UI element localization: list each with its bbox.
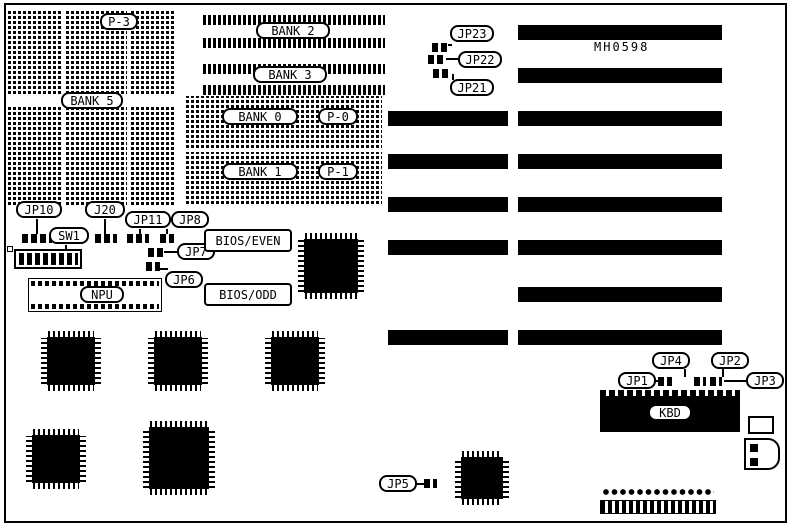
leader-line (654, 380, 660, 382)
label-bank1: BANK 1 (222, 163, 298, 180)
leader-line (164, 251, 177, 253)
leader-line (724, 380, 746, 382)
label-bank0: BANK 0 (222, 108, 298, 125)
bios-even-chip: BIOS/EVEN (204, 229, 292, 252)
label-jp10: JP10 (16, 201, 62, 218)
memory-row (203, 38, 385, 48)
dram-array (131, 10, 174, 94)
jp22-jumper-block (428, 55, 446, 64)
qfp-chip (143, 421, 215, 495)
leader-line (166, 229, 168, 234)
din-pin (750, 444, 758, 452)
qfp-chip (148, 331, 208, 391)
dram-array (8, 10, 62, 94)
expansion-slot (518, 111, 722, 126)
leader-line (65, 245, 67, 249)
label-jp23: JP23 (450, 25, 494, 42)
jp1-jumper-block (658, 377, 672, 386)
leader-line (417, 483, 424, 485)
jp4-jumper-block (694, 377, 706, 386)
leader-line (160, 268, 168, 270)
expansion-slot (518, 154, 722, 169)
label-jp21: JP21 (450, 79, 494, 96)
label-j20: J20 (85, 201, 125, 218)
leader-line (104, 219, 106, 234)
sw1-dip-switch (14, 249, 82, 269)
expansion-slot-extension (388, 111, 508, 126)
jp11-jumper-block (127, 234, 149, 243)
leader-line (722, 369, 724, 377)
qfp-chip (455, 451, 509, 505)
label-p1: P-1 (318, 163, 358, 180)
board-outline (4, 3, 787, 523)
jp2-jumper-block (710, 377, 722, 386)
expansion-slot (518, 197, 722, 212)
label-jp6: JP6 (165, 271, 203, 288)
jp5-jumper-block (424, 479, 437, 488)
dram-array (131, 106, 174, 205)
label-npu: NPU (80, 286, 124, 303)
leader-line (446, 44, 452, 46)
qfp-chip (26, 429, 86, 489)
jp8-jumper-block (160, 234, 174, 243)
part-number-text: MH0598 (594, 40, 650, 54)
sw1-pin1-notch (7, 246, 13, 252)
expansion-slot-extension (388, 197, 508, 212)
label-jp5: JP5 (379, 475, 417, 492)
leader-line (452, 74, 454, 80)
jp7-jumper-block (148, 248, 164, 257)
label-p0: P-0 (318, 108, 358, 125)
kbd-pin-row (600, 390, 740, 396)
jp6-jumper-block (146, 262, 160, 271)
connector-strip (600, 500, 716, 514)
jp10-jumper-block (22, 234, 52, 243)
label-jp3: JP3 (746, 372, 784, 389)
memory-row (203, 85, 385, 95)
qfp-chip (41, 331, 101, 391)
label-jp11: JP11 (125, 211, 171, 228)
expansion-slot (518, 25, 722, 40)
din-pin (750, 458, 758, 466)
leader-line (684, 369, 686, 377)
label-bank3: BANK 3 (253, 66, 327, 83)
label-jp1: JP1 (618, 372, 656, 389)
expansion-slot (518, 240, 722, 255)
bios-odd-chip: BIOS/ODD (204, 283, 292, 306)
label-jp4: JP4 (652, 352, 690, 369)
jp23-jumper-block (432, 43, 448, 52)
expansion-slot-extension (388, 330, 508, 345)
label-jp8: JP8 (171, 211, 209, 228)
label-bank5: BANK 5 (61, 92, 123, 109)
expansion-slot (518, 287, 722, 302)
jp21-jumper-block (433, 69, 449, 78)
keyboard-din-connector (748, 416, 774, 434)
leader-line (139, 229, 141, 234)
qfp-chip (298, 233, 364, 299)
leader-line (446, 58, 458, 60)
label-jp22: JP22 (458, 51, 502, 68)
label-kbd: KBD (648, 404, 692, 421)
expansion-slot-extension (388, 240, 508, 255)
expansion-slot-extension (388, 154, 508, 169)
dram-array (66, 106, 127, 205)
label-sw1: SW1 (49, 227, 89, 244)
expansion-slot (518, 68, 722, 83)
leader-line (36, 219, 38, 234)
memory-row (203, 15, 385, 25)
connector-pin-circles (602, 487, 714, 497)
label-jp2: JP2 (711, 352, 749, 369)
label-bank2: BANK 2 (256, 22, 330, 39)
qfp-chip (265, 331, 325, 391)
expansion-slot (518, 330, 722, 345)
dram-array (8, 106, 62, 205)
j20-jumper-block (95, 234, 117, 243)
label-p3: P-3 (100, 13, 138, 30)
